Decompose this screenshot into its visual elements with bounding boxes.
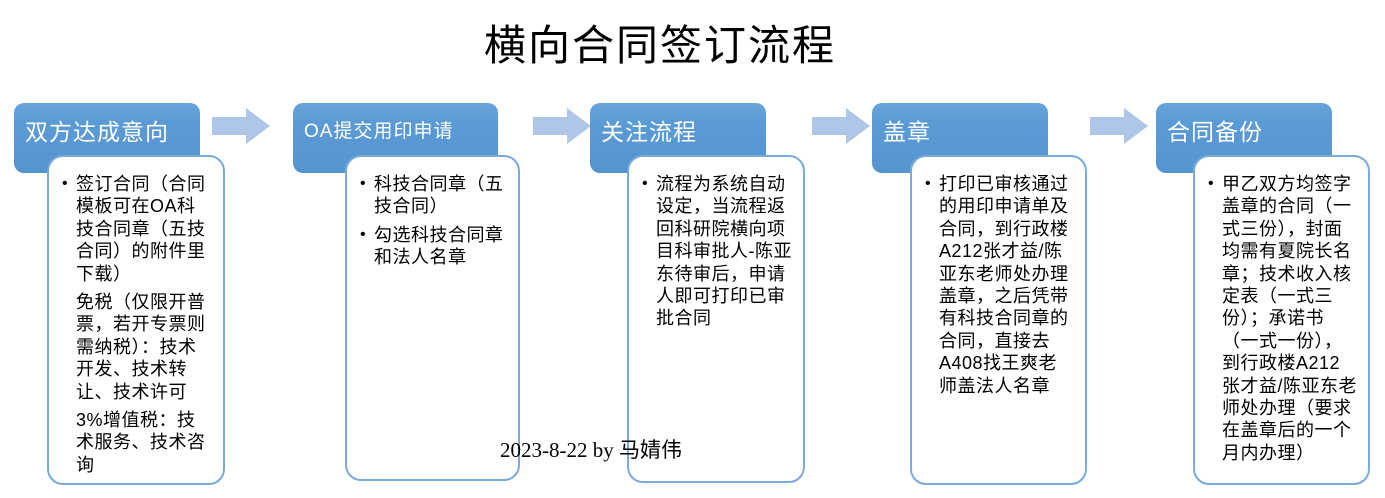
footer-credit: 2023-8-22 by 马婧伟 <box>500 438 682 462</box>
list-item-text: 流程为系统自动设定，当流程返回科研院横向项目科审批人-陈亚东待审后，申请人即可打… <box>656 174 792 329</box>
step-body-both-parties-agree: • 签订合同（合同模板可在OA科技合同章（五技合同）的附件里下载） 免税（仅限开… <box>47 155 225 485</box>
bullet-icon: • <box>925 175 932 192</box>
list-item: • 流程为系统自动设定，当流程返回科研院横向项目科审批人-陈亚东待审后，申请人即… <box>642 173 793 330</box>
bullet-icon: • <box>360 175 367 192</box>
page-title: 横向合同签订流程 <box>483 22 836 69</box>
bullet-icon: • <box>360 225 367 243</box>
list-item-text: 科技合同章（五技合同） <box>374 174 504 217</box>
step-body-stamping: • 打印已审核通过的用印申请单及合同，到行政楼A212张才益/陈亚东老师处办理盖… <box>910 155 1087 485</box>
list-item-text: 打印已审核通过的用印申请单及合同，到行政楼A212张才益/陈亚东老师处办理盖章，… <box>939 174 1069 396</box>
list-item: • 打印已审核通过的用印申请单及合同，到行政楼A212张才益/陈亚东老师处办理盖… <box>925 173 1075 397</box>
list-item: 3%增值税：技术服务、技术咨询 <box>62 409 213 476</box>
bullet-icon: • <box>62 175 69 192</box>
arrow-right-icon <box>533 108 591 144</box>
bullet-spacer <box>62 409 76 476</box>
arrow-right-icon <box>1090 108 1148 144</box>
step-body-follow-workflow: • 流程为系统自动设定，当流程返回科研院横向项目科审批人-陈亚东待审后，申请人即… <box>627 155 805 483</box>
list-item: • 勾选科技合同章和法人名章 <box>360 224 508 269</box>
list-item-text: 勾选科技合同章和法人名章 <box>374 224 504 268</box>
step-body-contract-filing: • 甲乙双方均签字盖章的合同（一式三份），封面均需有夏院长名章；技术收入核定表（… <box>1193 155 1370 485</box>
bullet-icon: • <box>642 175 649 192</box>
list-item-text: 签订合同（合同模板可在OA科技合同章（五技合同）的附件里下载） <box>76 174 206 284</box>
list-item: 免税（仅限开普票，若开专票则需纳税）：技术开发、技术转让、技术许可 <box>62 291 213 403</box>
list-item: • 签订合同（合同模板可在OA科技合同章（五技合同）的附件里下载） <box>62 173 213 285</box>
bullet-icon: • <box>1208 175 1215 192</box>
list-item-text: 3%增值税：技术服务、技术咨询 <box>76 410 206 475</box>
arrow-right-icon <box>212 108 270 144</box>
arrow-right-icon <box>812 108 870 144</box>
list-item: • 甲乙双方均签字盖章的合同（一式三份），封面均需有夏院长名章；技术收入核定表（… <box>1208 173 1358 464</box>
bullet-spacer <box>62 291 76 403</box>
list-item-text: 甲乙双方均签字盖章的合同（一式三份），封面均需有夏院长名章；技术收入核定表（一式… <box>1222 174 1358 463</box>
list-item: • 科技合同章（五技合同） <box>360 173 508 218</box>
list-item-text: 免税（仅限开普票，若开专票则需纳税）：技术开发、技术转让、技术许可 <box>76 292 206 402</box>
step-body-oa-seal-request: • 科技合同章（五技合同） • 勾选科技合同章和法人名章 <box>345 155 520 481</box>
